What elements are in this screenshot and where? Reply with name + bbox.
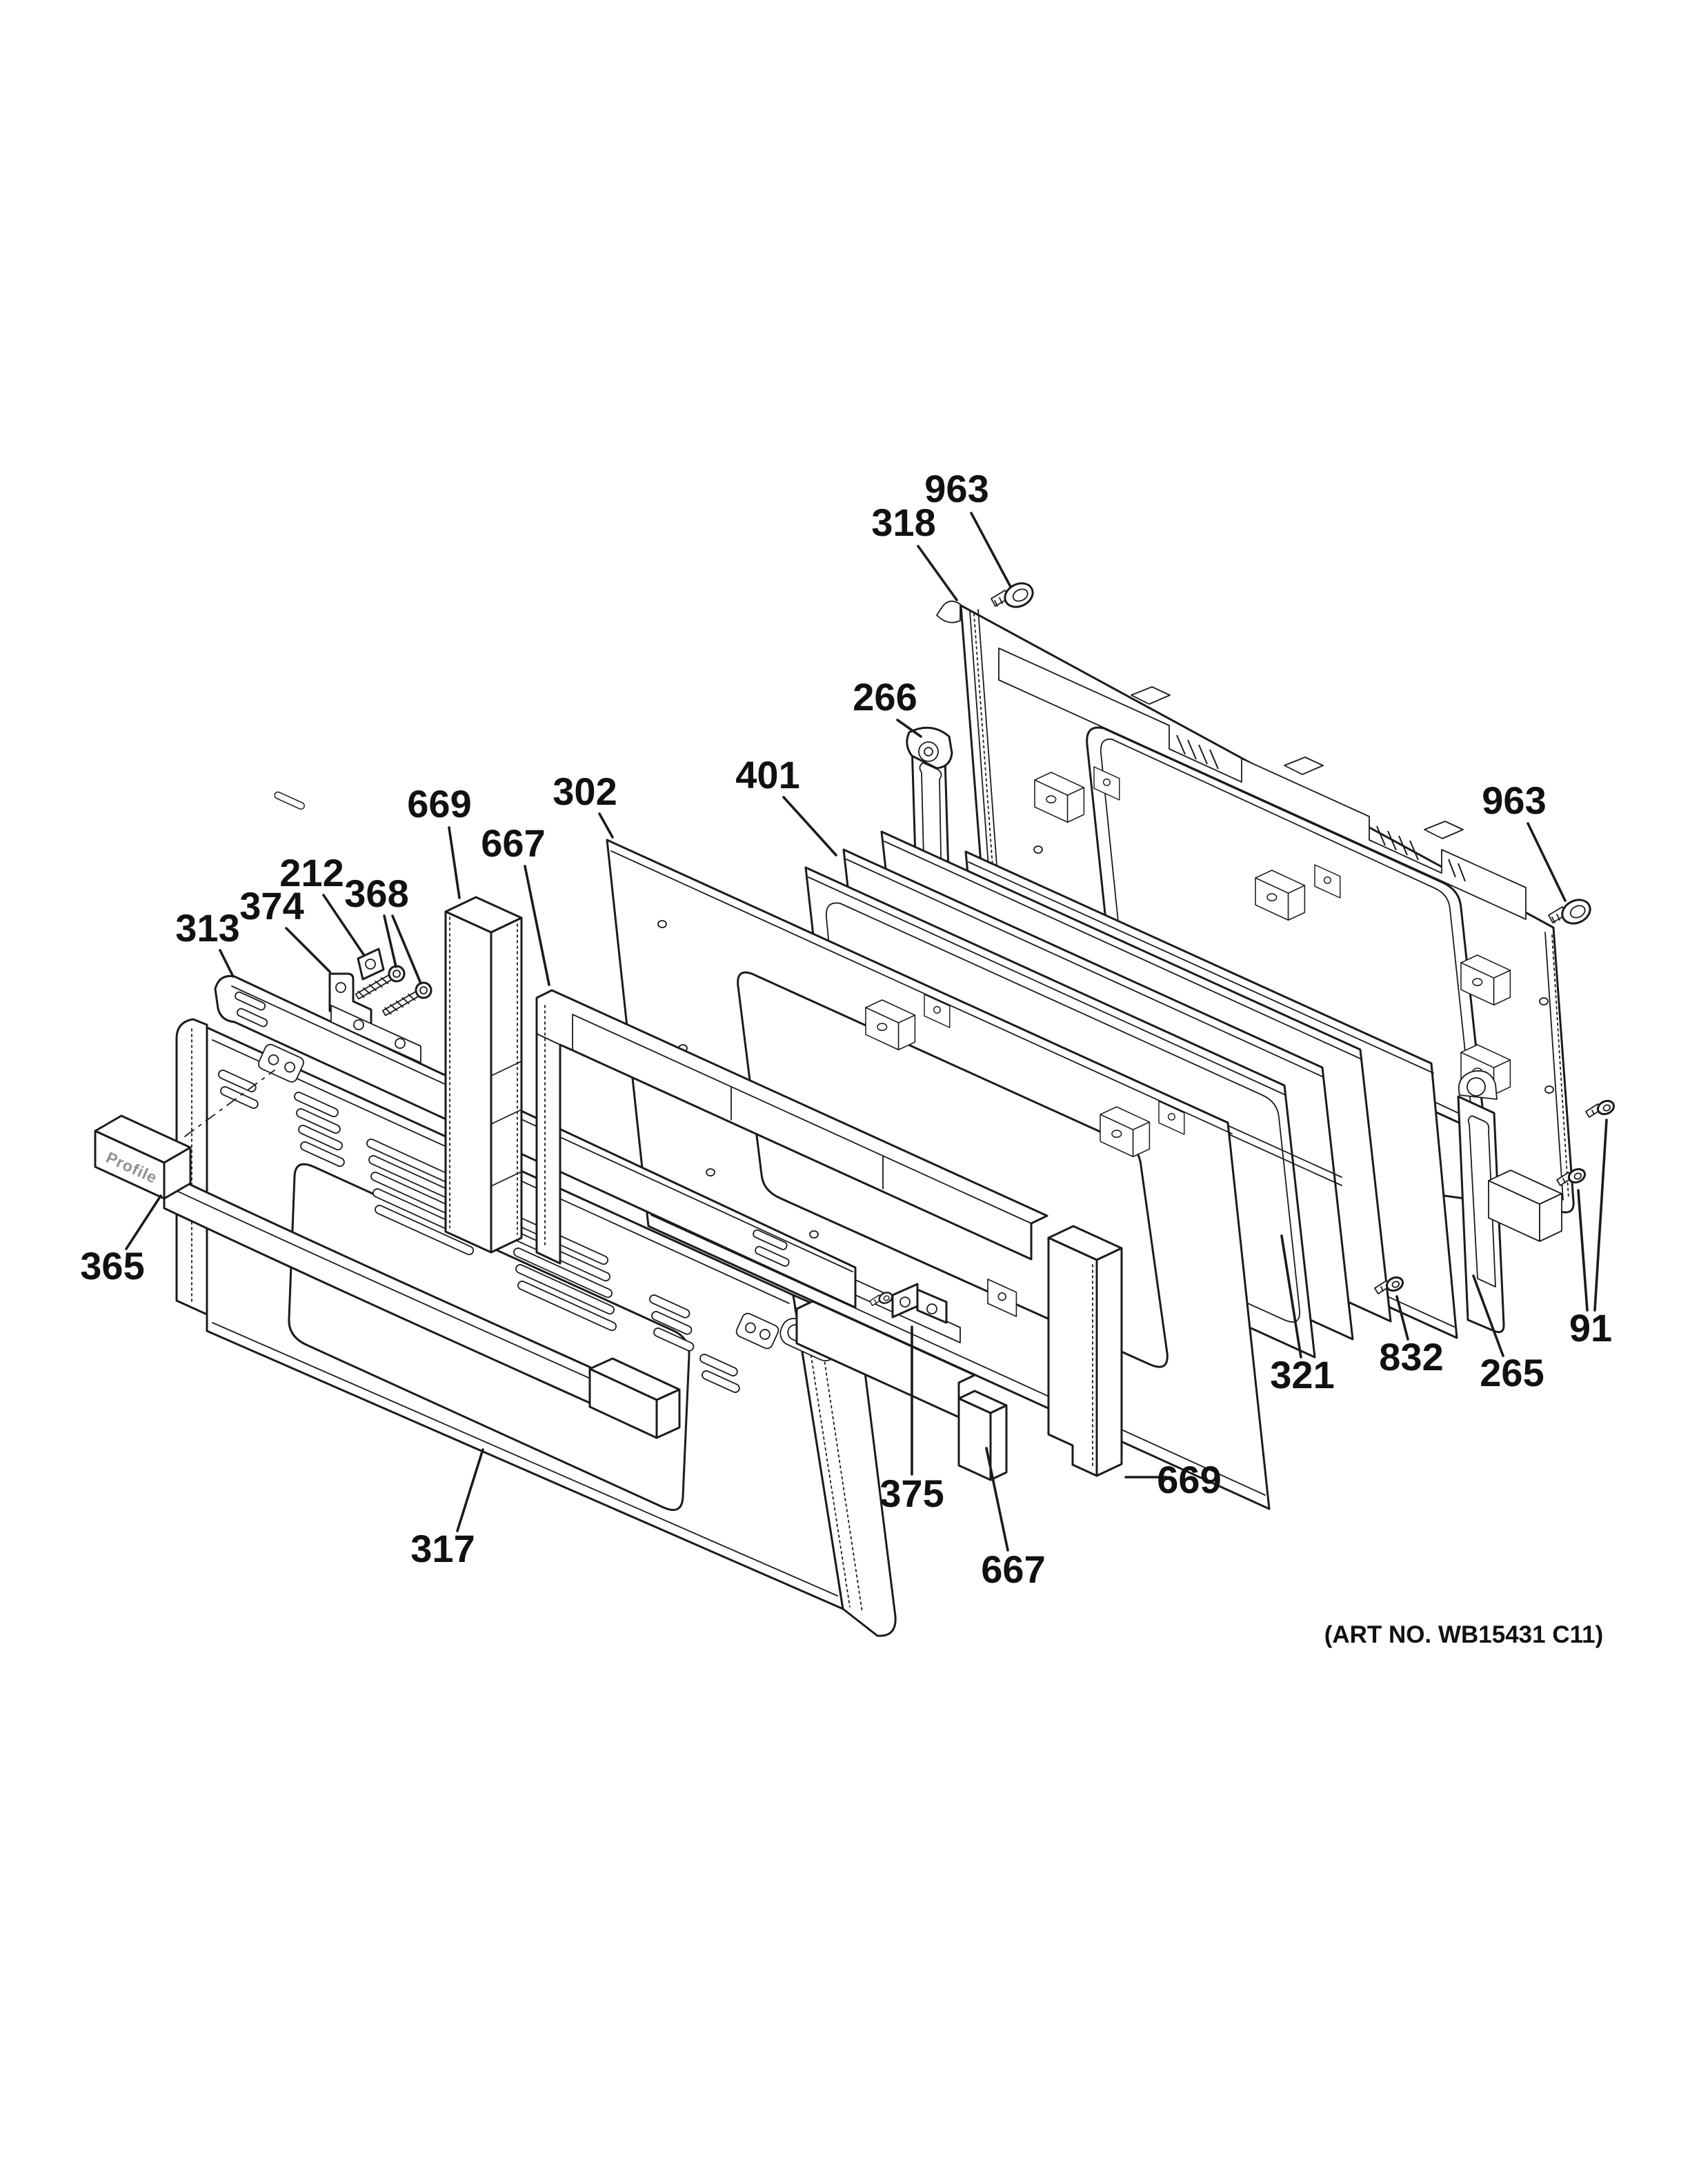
part-label-832: 832 (1379, 1335, 1443, 1379)
part-label-302: 302 (553, 770, 617, 813)
mounting-plate (735, 1312, 779, 1350)
part-label-368: 368 (344, 872, 408, 915)
part-label-963-top: 963 (924, 467, 988, 510)
latch-hook-266 (906, 726, 953, 770)
part-label-667-bottom: 667 (981, 1547, 1045, 1591)
part-label-313: 313 (175, 906, 239, 950)
part-label-317: 317 (410, 1527, 475, 1570)
leader-line-401 (782, 796, 837, 856)
bracket-374 (328, 972, 421, 1063)
leader-line-669-top (448, 826, 461, 899)
part-label-365: 365 (80, 1244, 144, 1288)
art-no-label: (ART NO. WB15431 C11) (1324, 1621, 1604, 1648)
part-label-212: 212 (279, 851, 344, 894)
leader-line-667-top (524, 865, 550, 986)
top-trim-313 (214, 790, 857, 1309)
part-label-667-top: 667 (481, 821, 545, 865)
leader-line-317 (456, 1448, 484, 1532)
foam-block-669-top (444, 896, 523, 1254)
leader-line-963-right (1527, 822, 1567, 902)
part-label-374: 374 (239, 884, 304, 928)
leader-line-318 (917, 545, 958, 601)
part-label-375: 375 (879, 1472, 944, 1515)
clip-nut-212 (357, 948, 385, 981)
leader-line-368-1 (391, 914, 422, 985)
leader-line-368 (383, 914, 397, 968)
bracket-375 (868, 1283, 948, 1324)
part-label-266: 266 (853, 675, 917, 719)
part-label-318: 318 (871, 501, 935, 544)
leader-line-832 (1395, 1295, 1409, 1341)
leader-line-365 (125, 1194, 162, 1250)
vent-slots (218, 1070, 740, 1393)
leader-line-963-top (970, 512, 1011, 587)
leader-line-667-bottom (985, 1447, 1009, 1552)
handle-end-cap-right (588, 1357, 681, 1439)
part-label-669-bottom: 669 (1157, 1458, 1221, 1501)
leader-line-321 (1280, 1234, 1302, 1359)
part-label-669-top: 669 (407, 782, 471, 825)
screw-91-upper (1584, 1097, 1618, 1119)
leader-line-302 (598, 812, 614, 839)
leader-line-374 (285, 927, 331, 973)
handle-end-cap-left: Profile (94, 1114, 192, 1200)
leader-line-265 (1472, 1274, 1504, 1357)
leader-line-91-1 (1593, 1119, 1608, 1312)
foam-bar-667-top (535, 989, 1048, 1265)
part-label-321: 321 (1270, 1353, 1334, 1396)
part-label-265: 265 (1480, 1351, 1544, 1394)
hinge-arm-265 (1457, 1070, 1562, 1334)
leader-line-266 (896, 719, 922, 738)
foam-bar-667-bottom (795, 1300, 1008, 1481)
leader-line-212 (322, 894, 365, 956)
leader-line-91 (1577, 1189, 1589, 1312)
leader-line-313 (219, 949, 235, 978)
part-label-91: 91 (1569, 1306, 1612, 1350)
foam-block-669-bottom (1047, 1225, 1123, 1477)
part-label-401: 401 (735, 753, 799, 797)
screw-963-right (1547, 894, 1595, 930)
mounting-plate (257, 1043, 304, 1083)
handle-365: Profile (94, 1070, 681, 1439)
part-label-963-right: 963 (1482, 779, 1546, 822)
screw-963-top (990, 577, 1038, 613)
